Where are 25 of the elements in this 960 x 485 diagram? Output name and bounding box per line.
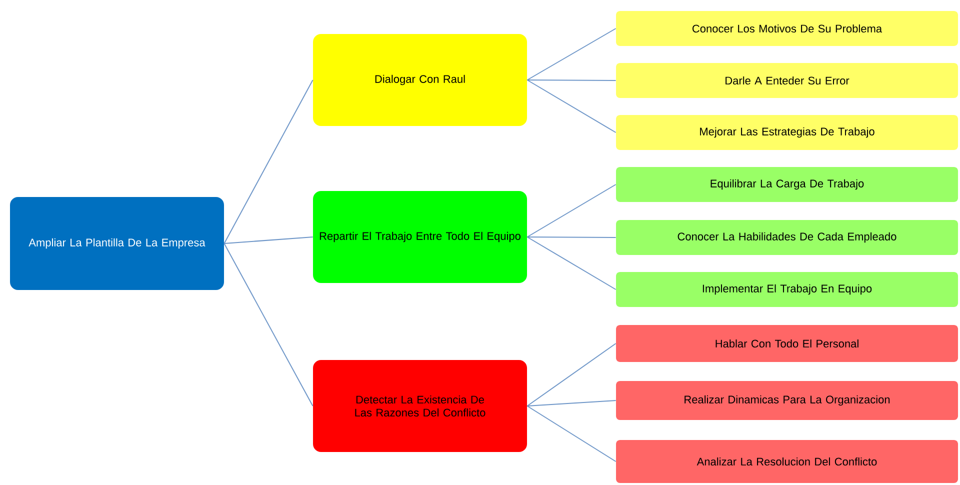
connector-line (526, 236, 616, 238)
connector-line (526, 80, 616, 133)
leaf-box: Equilibrar La Carga De Trabajo (616, 167, 958, 202)
connector-line (224, 236, 314, 244)
root-box: Ampliar La Plantilla De La Empresa (10, 197, 224, 290)
leaf-box: Darle A Enteder Su Error (616, 63, 958, 98)
connector-line (526, 406, 616, 462)
connector-line (526, 400, 616, 406)
leaf-box: Conocer La Habilidades De Cada Empleado (616, 220, 958, 255)
connector-line (526, 184, 616, 238)
connector-line (526, 343, 616, 406)
leaf-box: Implementar El Trabajo En Equipo (616, 272, 958, 307)
branch-box: Repartir El Trabajo Entre Todo El Equipo (313, 191, 527, 283)
connector-line (224, 243, 314, 406)
leaf-box: Analizar La Resolucion Del Conflicto (616, 440, 958, 483)
leaf-box: Hablar Con Todo El Personal (616, 325, 958, 362)
branch-box: Detectar La Existencia De Las Razones Del Conflicto (313, 360, 527, 452)
leaf-box: Conocer Los Motivos De Su Problema (616, 11, 958, 46)
branch-box: Dialogar Con Raul (313, 34, 527, 126)
leaf-box: Mejorar Las Estrategias De Trabajo (616, 115, 958, 150)
connector-line (526, 28, 616, 80)
connector-line (526, 236, 616, 290)
connector-line (526, 80, 616, 81)
connector-line (224, 80, 314, 244)
leaf-box: Realizar Dinamicas Para La Organizacion (616, 381, 958, 420)
